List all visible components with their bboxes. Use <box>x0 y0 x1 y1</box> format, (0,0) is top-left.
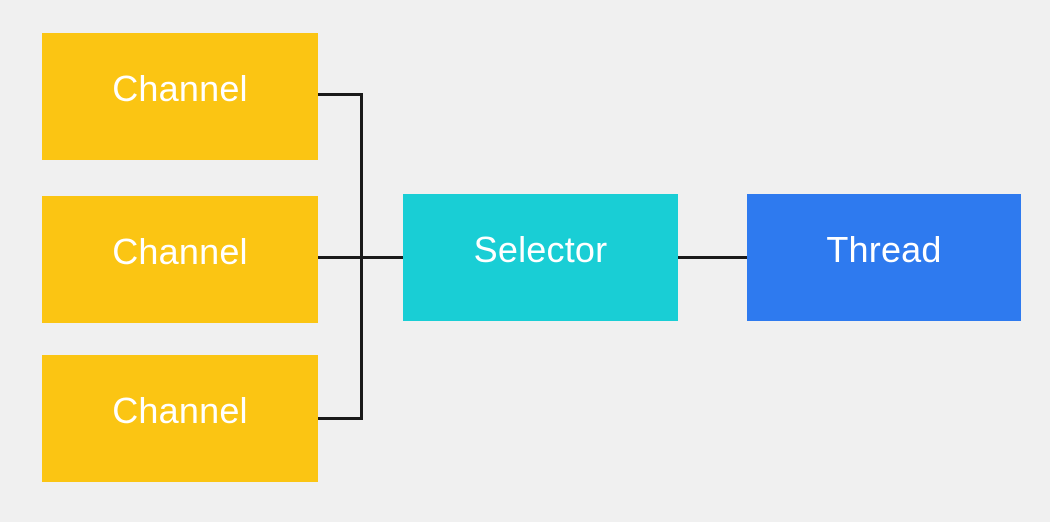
node-thread-label: Thread <box>826 228 942 270</box>
node-channel-3[interactable]: Channel <box>42 355 318 482</box>
node-selector-label: Selector <box>473 228 608 270</box>
edge-channel-3-to-bus <box>318 417 363 420</box>
edge-channel-2-to-bus <box>318 256 363 259</box>
node-channel-3-label: Channel <box>112 389 248 431</box>
edge-selector-to-thread <box>678 256 749 259</box>
node-channel-2[interactable]: Channel <box>42 196 318 323</box>
node-thread[interactable]: Thread <box>747 194 1021 321</box>
node-selector[interactable]: Selector <box>403 194 678 321</box>
node-channel-1[interactable]: Channel <box>42 33 318 160</box>
edge-channel-1-to-bus <box>318 93 363 96</box>
node-channel-1-label: Channel <box>112 67 248 109</box>
edge-bus-to-selector <box>360 256 405 259</box>
node-channel-2-label: Channel <box>112 230 248 272</box>
